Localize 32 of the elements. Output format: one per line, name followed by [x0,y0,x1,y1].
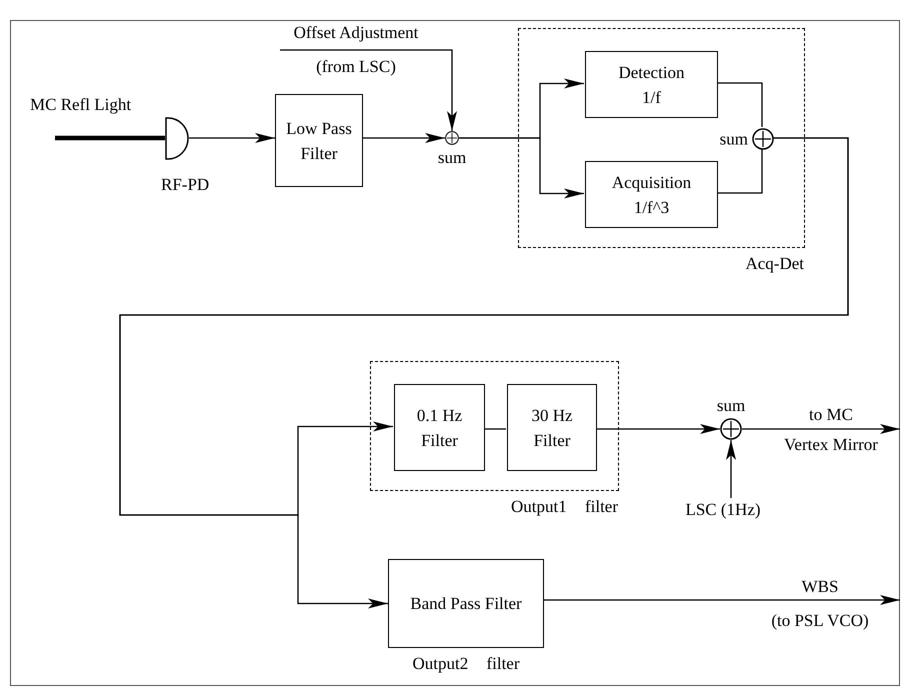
signal-arrow [726,440,736,498]
block-label: Low Pass Filter [285,118,353,164]
block-label: 0.1 Hz Filter [416,404,464,452]
block-label: MC Refl Light [30,94,132,116]
block-label: Acquisition [612,172,692,194]
block-label: 30 Hz Filter [530,404,574,452]
signal-arrow [363,133,445,143]
filter-block [585,161,718,228]
caption-label: sum [716,394,746,416]
signal-arrow [279,49,457,131]
block-label: 1/f^3 [634,196,670,218]
signal-arrow [189,133,275,143]
block-label: Output1 filter [510,496,618,518]
caption-label: Output2 filter [411,653,520,675]
signal-arrow [119,137,849,608]
caption-label: sum [438,147,466,169]
block-label: Acq-Det [745,253,804,275]
block-label: LSC (1Hz) [685,499,761,522]
block-label: Band Pass Filter [410,593,522,615]
caption-label: sum [720,128,748,150]
signal-arrow [544,595,901,605]
block-label: Detection [618,62,685,84]
filter-block [585,51,718,118]
light-beam-line [52,136,165,140]
caption-label: RF-PD [161,174,210,196]
signal-arrow [742,424,901,434]
signal-arrow [459,137,584,198]
filter-block [275,94,363,187]
filter-block [394,384,485,471]
block-label: 1/f [642,86,661,108]
filter-block [507,384,597,471]
signal-arrow [596,424,720,434]
